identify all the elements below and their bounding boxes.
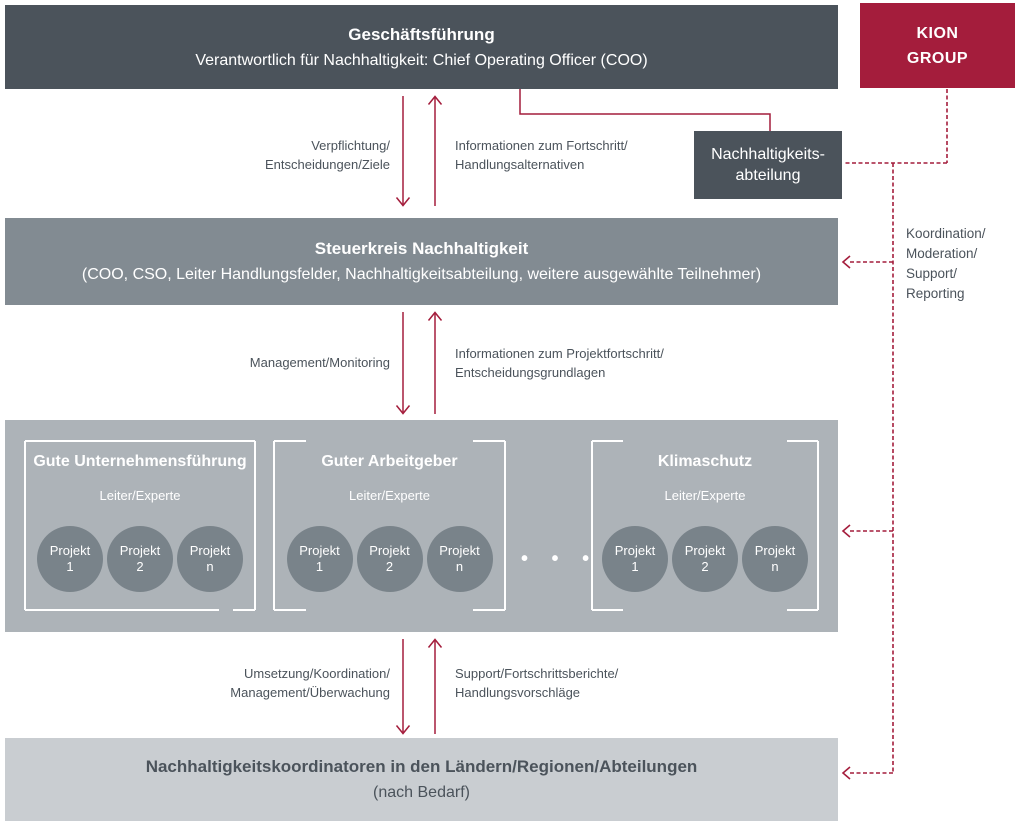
panel-title: Klimaschutz bbox=[657, 453, 753, 470]
management-title: Geschäftsführung bbox=[348, 24, 495, 44]
dashed-arrowhead-coordinators bbox=[841, 766, 851, 780]
project-circle: Projekt n bbox=[177, 526, 243, 592]
project-circle: Projekt n bbox=[742, 526, 808, 592]
project-circle: Projekt 2 bbox=[356, 526, 423, 592]
arrow-up-1-head bbox=[427, 95, 443, 105]
management-subtitle: Verantwortlich für Nachhaltigkeit: Chief… bbox=[195, 51, 648, 69]
arrow-up-2-head bbox=[427, 311, 443, 321]
project-circle: Projekt n bbox=[426, 526, 493, 592]
kion-group-box: KION GROUP bbox=[860, 3, 1015, 88]
dept-connector-line bbox=[519, 89, 771, 131]
coordinators-title: Nachhaltigkeitskoordinatoren in den Länd… bbox=[145, 757, 698, 776]
panel-klimaschutz: Klimaschutz Leiter/Experte Projekt 1 Pro… bbox=[592, 441, 818, 610]
project-circle: Projekt 2 bbox=[672, 526, 738, 592]
project-circle: Projekt 1 bbox=[286, 526, 353, 592]
label-management-down: Management/Monitoring bbox=[249, 355, 390, 370]
arrow-up-3-head bbox=[427, 638, 443, 648]
project-circle: Projekt 1 bbox=[602, 526, 668, 592]
coordinators-subtitle: (nach Bedarf) bbox=[373, 784, 470, 801]
panel-title: Guter Arbeitgeber bbox=[321, 453, 458, 470]
panel-guter-arbeitgeber: Guter Arbeitgeber Leiter/Experte Projekt… bbox=[274, 441, 505, 610]
project-circles: Projekt 1 Projekt 2 Projekt n bbox=[25, 526, 255, 592]
label-project-progress-up: Informationen zum Projektfortschritt/ En… bbox=[455, 346, 664, 380]
kion-group-label: KION GROUP bbox=[906, 24, 969, 67]
panel-title: Gute Unternehmensführung bbox=[33, 453, 247, 470]
arrow-down-3-head bbox=[395, 725, 411, 735]
sustainability-department-label: Nachhaltigkeits- abteilung bbox=[711, 146, 825, 184]
project-circles: Projekt 1 Projekt 2 Projekt n bbox=[592, 526, 818, 592]
panel-role-label: Leiter/Experte bbox=[349, 488, 430, 503]
label-progress-up: Informationen zum Fortschritt/ Handlungs… bbox=[455, 138, 628, 172]
arrow-down-1-head bbox=[395, 197, 411, 207]
label-implementation-down: Umsetzung/Koordination/ Management/Überw… bbox=[230, 666, 390, 700]
panel-role-label: Leiter/Experte bbox=[664, 488, 746, 503]
project-circle: Projekt 2 bbox=[107, 526, 173, 592]
label-support-up: Support/Fortschrittsberichte/ Handlungsv… bbox=[455, 666, 619, 700]
label-commitment-down: Verpflichtung/ Entscheidungen/Ziele bbox=[264, 138, 390, 172]
project-circles: Projekt 1 Projekt 2 Projekt n bbox=[274, 526, 505, 592]
dashed-arrowhead-action-fields bbox=[841, 524, 851, 538]
steering-committee-subtitle: (COO, CSO, Leiter Handlungsfelder, Nachh… bbox=[81, 266, 762, 283]
dashed-arrowhead-steering bbox=[841, 255, 851, 269]
arrow-down-2-head bbox=[395, 405, 411, 415]
ellipsis-dots: • • • bbox=[521, 548, 599, 570]
panel-gute-unternehmensfuehrung: Gute Unternehmensführung Leiter/Experte … bbox=[25, 441, 255, 610]
steering-committee-title: Steuerkreis Nachhaltigkeit bbox=[314, 239, 529, 258]
panel-role-label: Leiter/Experte bbox=[99, 488, 181, 503]
coordinators-box: Nachhaltigkeitskoordinatoren in den Länd… bbox=[5, 738, 838, 821]
management-box: Geschäftsführung Verantwortlich für Nach… bbox=[5, 5, 838, 89]
project-circle: Projekt 1 bbox=[37, 526, 103, 592]
sustainability-department-box: Nachhaltigkeits- abteilung bbox=[694, 131, 842, 199]
label-coordination-side: Koordination/ Moderation/ Support/ Repor… bbox=[906, 226, 986, 301]
steering-committee-box: Steuerkreis Nachhaltigkeit (COO, CSO, Le… bbox=[5, 218, 838, 305]
